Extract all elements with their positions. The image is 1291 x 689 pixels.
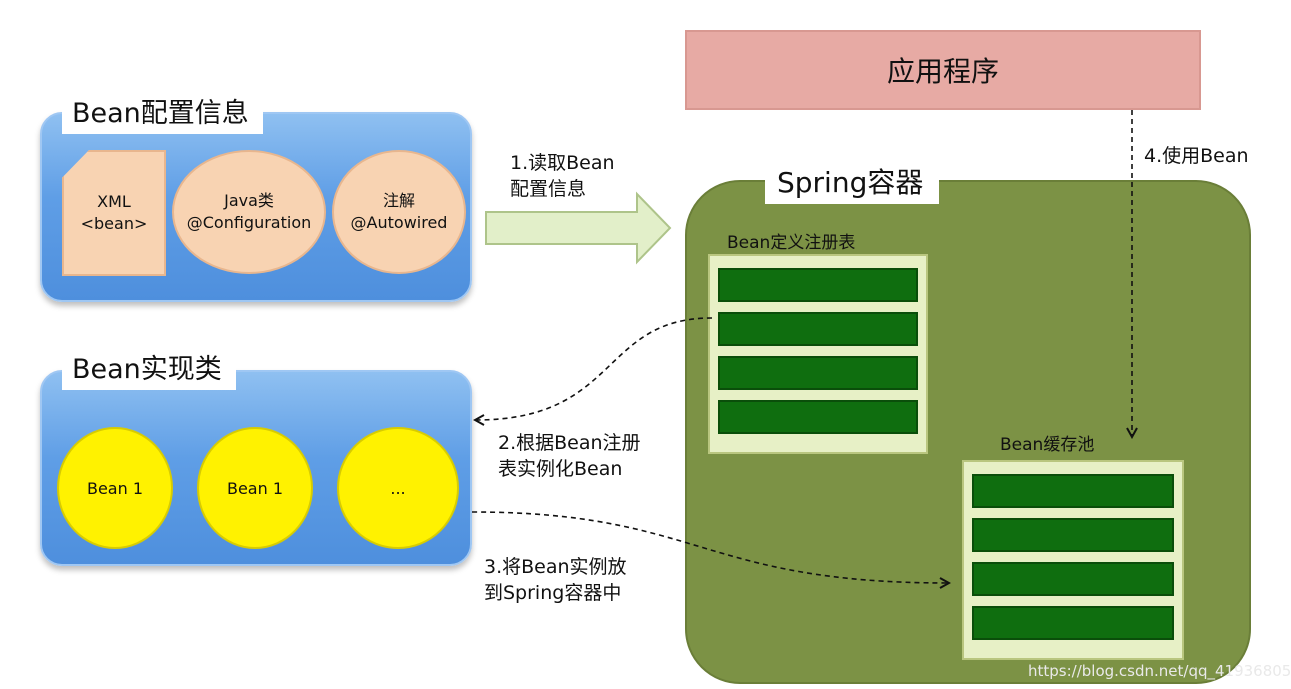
step1-line1: 1.读取Bean [510,152,615,174]
step3-label: 3.将Bean实例放 到Spring容器中 [484,554,627,606]
registry-row [718,268,918,302]
annotation-ellipse: 注解 @Autowired [332,150,466,274]
store-instances-arrow [471,511,948,583]
java-class-ellipse: Java类 @Configuration [172,150,326,274]
xml-label: XML [97,192,131,211]
bean-circle-1: Bean 1 [57,427,173,549]
step3-line2: 到Spring容器中 [484,582,622,604]
java-class-label: Java类 [224,191,274,210]
step1-label: 1.读取Bean 配置信息 [510,150,615,202]
registry-row [718,312,918,346]
annotation-label: 注解 [382,191,415,210]
step3-line1: 3.将Bean实例放 [484,556,627,578]
bean-circle-2: Bean 1 [197,427,313,549]
step2-label: 2.根据Bean注册 表实例化Bean [498,430,641,482]
bean-impl-title: Bean实现类 [62,350,236,390]
read-config-arrow [485,191,672,265]
bean-registry-table [708,254,928,454]
bean-cache-table [962,460,1184,660]
cache-row [972,562,1174,596]
xml-document-shape: XML <bean> [62,150,166,276]
bean-cache-label: Bean缓存池 [1000,435,1095,455]
step4-label: 4.使用Bean [1144,145,1249,167]
autowired-annotation: @Autowired [350,213,448,232]
application-box: 应用程序 [685,30,1201,110]
step2-line1: 2.根据Bean注册 [498,432,641,454]
cache-row [972,518,1174,552]
bean-config-title: Bean配置信息 [62,94,263,134]
bean-circle-more: ... [337,427,459,549]
watermark: https://blog.csdn.net/qq_41936805 [1028,662,1291,680]
instantiate-arrow [476,317,713,420]
step2-line2: 表实例化Bean [498,458,623,480]
xml-bean-tag: <bean> [80,214,148,233]
registry-row [718,400,918,434]
bean-registry-label: Bean定义注册表 [727,233,856,253]
spring-container-title: Spring容器 [765,162,940,204]
step1-line2: 配置信息 [510,178,587,200]
registry-row [718,356,918,390]
configuration-annotation: @Configuration [186,213,312,232]
cache-row [972,606,1174,640]
cache-row [972,474,1174,508]
